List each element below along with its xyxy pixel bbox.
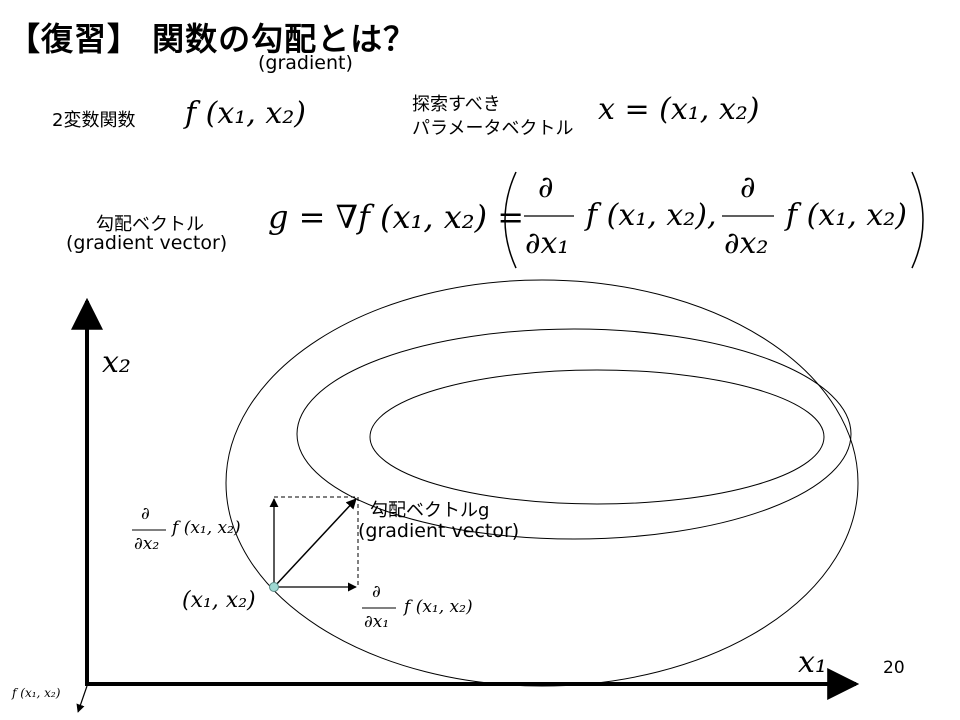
dx1-partial-bottom: ∂x₁ bbox=[364, 612, 390, 632]
dx2-partial-top: ∂ bbox=[141, 504, 150, 524]
grad-vector-label-2: (gradient vector) bbox=[66, 232, 228, 254]
grad-vector-label-1: 勾配ベクトル bbox=[96, 214, 204, 235]
two-var-func-expr: f (x₁, x₂) bbox=[185, 96, 307, 131]
page-title: 【復習】 関数の勾配とは？ bbox=[8, 20, 417, 58]
dx2-partial-bottom: ∂x₂ bbox=[134, 534, 160, 554]
x1-component-label: f (x₁, x₂) bbox=[404, 597, 473, 617]
left-paren bbox=[504, 171, 517, 269]
param-vector-label-1: 探索すべき bbox=[412, 94, 501, 115]
axis-x2-label: x₂ bbox=[102, 345, 131, 380]
contour-inner bbox=[369, 369, 825, 505]
grad-def-lhs: g = ∇f (x₁, x₂) = bbox=[268, 198, 525, 236]
grad-def-term2: f (x₁, x₂) bbox=[786, 198, 908, 233]
param-vector-label-2: パラメータベクトル bbox=[412, 118, 574, 139]
grad-def-partial-top-2: ∂ bbox=[740, 170, 756, 205]
point-label: (x₁, x₂) bbox=[182, 588, 256, 613]
grad-def-partial1-bottom: ∂x₁ bbox=[525, 226, 570, 261]
dx1-partial-top: ∂ bbox=[372, 582, 381, 602]
axis-f-label: f (x₁, x₂) bbox=[12, 686, 61, 700]
x2-component-label: f (x₁, x₂) bbox=[172, 518, 241, 538]
gradient-vector-label-1: 勾配ベクトルg bbox=[370, 500, 490, 521]
param-vector-expr: x = (x₁, x₂) bbox=[598, 92, 760, 127]
contour-middle bbox=[296, 328, 852, 540]
f-axis bbox=[76, 685, 88, 713]
right-paren bbox=[911, 171, 924, 269]
title-subtitle: (gradient) bbox=[258, 52, 353, 74]
point-marker bbox=[269, 582, 279, 592]
page-number: 20 bbox=[883, 658, 905, 678]
grad-def-partial2-bottom: ∂x₂ bbox=[724, 226, 769, 261]
gradient-vector-arrow bbox=[273, 498, 357, 588]
axis-x1-label: x₁ bbox=[798, 645, 827, 680]
gradient-vector-label-2: (gradient vector) bbox=[358, 520, 520, 542]
two-var-func-label: 2変数関数 bbox=[52, 110, 136, 131]
grad-def-term1: f (x₁, x₂), bbox=[586, 198, 717, 233]
grad-def-partial-top-1: ∂ bbox=[538, 170, 554, 205]
